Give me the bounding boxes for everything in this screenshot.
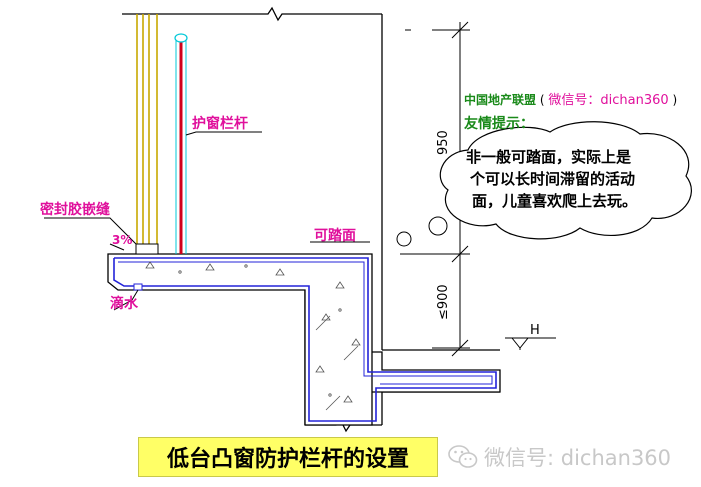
tip-wechat-open: ( bbox=[540, 93, 545, 107]
elevation-label: H bbox=[530, 323, 540, 338]
tip-title: 友情提示： bbox=[464, 115, 534, 132]
window-base bbox=[135, 243, 159, 255]
guard-rail bbox=[174, 33, 188, 254]
waterproof-line bbox=[113, 257, 497, 422]
dimension-upper-label: 950 bbox=[436, 130, 451, 155]
tip-wechat-close: ) bbox=[672, 93, 677, 107]
bubble-line-2: 个可以长时间滞留的活动 bbox=[469, 170, 635, 188]
leader-lines bbox=[44, 131, 370, 311]
watermark-text: 微信号: dichan360 bbox=[484, 446, 672, 470]
bubble-line-1: 非一般可踏面，实际上是 bbox=[466, 148, 632, 166]
sealant-label: 密封胶嵌缝 bbox=[39, 201, 110, 218]
bubble-line-3: 面，儿童喜欢爬上去玩。 bbox=[472, 192, 637, 210]
window-frame bbox=[136, 14, 158, 244]
tip-wechat-id: 微信号：dichan360 bbox=[548, 93, 668, 108]
slope-label: 3% bbox=[112, 233, 132, 247]
concrete-hatch bbox=[145, 261, 361, 411]
tip-source-name: 中国地产联盟 bbox=[464, 92, 536, 107]
walkable-surface-label: 可踏面 bbox=[314, 227, 356, 244]
rail-cap bbox=[174, 33, 188, 43]
sill-slab bbox=[107, 253, 501, 426]
figure-caption: 低台凸窗防护栏杆的设置 bbox=[138, 437, 438, 477]
wechat-logo-icon bbox=[448, 445, 478, 468]
dimension-lower-label: ≤900 bbox=[436, 284, 451, 320]
thought-bubble bbox=[396, 121, 692, 247]
watermark: 微信号: dichan360 bbox=[448, 440, 688, 474]
elevation-marker-icon bbox=[505, 337, 556, 350]
window-rail-label: 护窗栏杆 bbox=[192, 115, 248, 132]
drip-label: 滴水 bbox=[110, 295, 139, 312]
drip-groove bbox=[133, 283, 143, 291]
tip-source: 中国地产联盟 ( 微信号：dichan360 ) bbox=[464, 92, 677, 108]
